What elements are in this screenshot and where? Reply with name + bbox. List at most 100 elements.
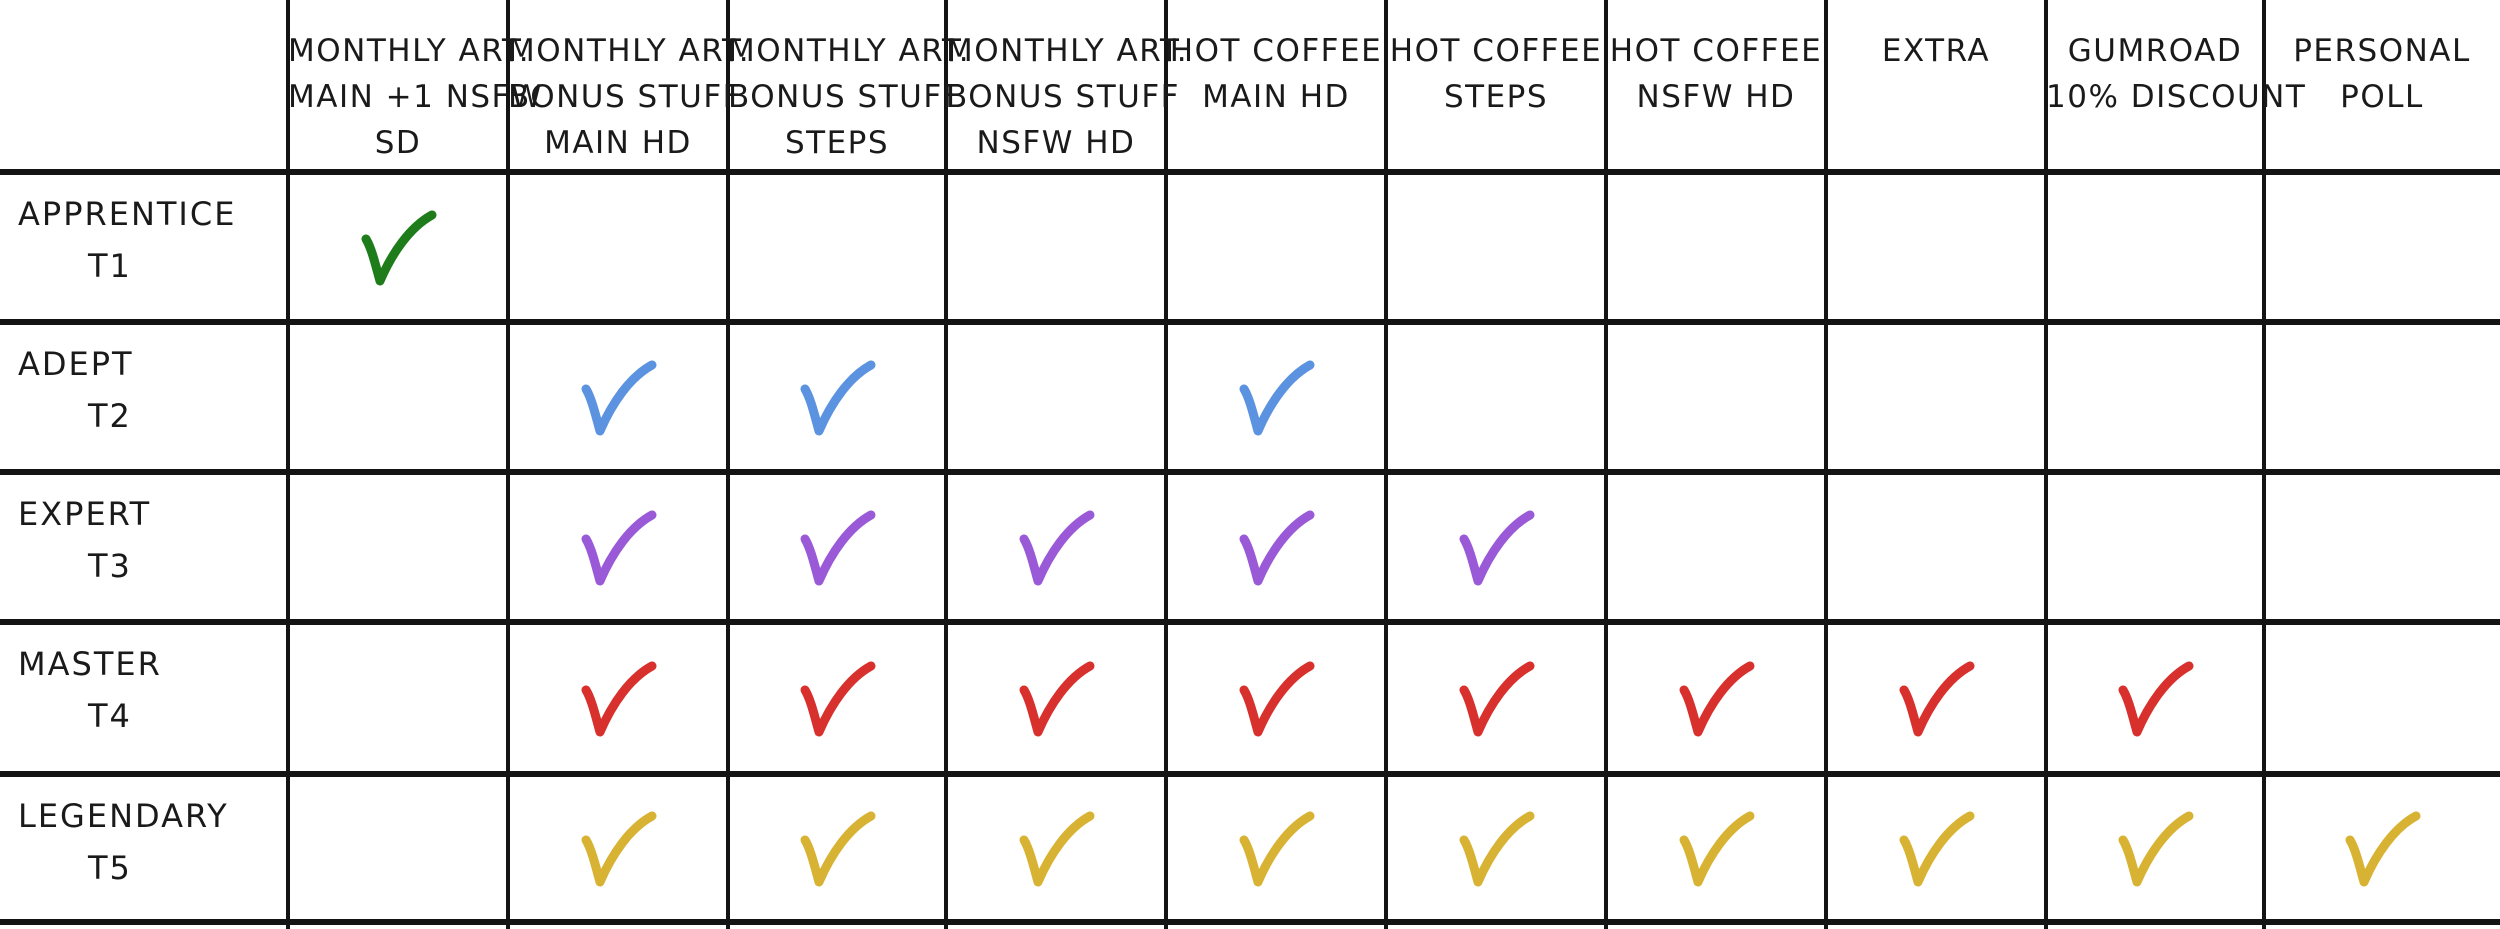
column-header-line2: 10% Discount — [2046, 79, 2307, 115]
checkmark-icon — [578, 660, 658, 740]
checkmark-icon — [1236, 509, 1316, 589]
column-header-line1: Hot Coffee — [1389, 33, 1603, 69]
checkmark-stroke — [1679, 661, 1755, 737]
tier-code: T4 — [88, 697, 132, 735]
grid-column-divider — [506, 0, 510, 929]
column-header-line2: Bonus Stuff — [946, 79, 1180, 115]
column-header-line2: NSFW HD — [1636, 79, 1796, 115]
column-header-line1: Monthly Art. — [946, 33, 1189, 69]
column-header-line1: Extra — [1881, 33, 1991, 69]
checkmark-stroke — [1459, 811, 1535, 887]
checkmark-stroke — [2118, 811, 2194, 887]
column-header-line2: Bonus Stuff — [728, 79, 962, 115]
grid-column-divider — [2262, 0, 2266, 929]
checkmark-icon — [1236, 359, 1316, 439]
grid-column-divider — [726, 0, 730, 929]
checkmark-stroke — [1019, 661, 1095, 737]
grid-column-divider — [286, 0, 290, 929]
checkmark-stroke — [581, 811, 657, 887]
checkmark-icon — [358, 209, 438, 289]
column-header-line1: Monthly Art. — [508, 33, 751, 69]
column-header-line2: Bonus Stuff — [508, 79, 742, 115]
grid-row-divider — [0, 169, 2500, 175]
checkmark-stroke — [800, 360, 876, 436]
column-header-line1: Hot Coffee — [1609, 33, 1823, 69]
column-header: PersonalPoll — [2264, 28, 2500, 120]
column-header-line1: Hot Coffee — [1169, 33, 1383, 69]
column-header: Hot CoffeeSteps — [1386, 28, 1606, 120]
checkmark-stroke — [1019, 811, 1095, 887]
column-header: Extra — [1826, 28, 2046, 74]
grid-column-divider — [1164, 0, 1168, 929]
checkmark-stroke — [1239, 661, 1315, 737]
checkmark-icon — [1456, 509, 1536, 589]
checkmark-icon — [2115, 660, 2195, 740]
column-header: Monthly Art.Bonus StuffSteps — [728, 28, 969, 166]
tier-name: Expert — [18, 495, 152, 533]
checkmark-stroke — [800, 510, 876, 586]
grid-row-divider — [0, 771, 2500, 777]
checkmark-stroke — [1679, 811, 1755, 887]
tier-code: T1 — [88, 247, 132, 285]
checkmark-stroke — [361, 210, 437, 286]
checkmark-stroke — [581, 360, 657, 436]
checkmark-stroke — [1899, 811, 1975, 887]
tier-name: Apprentice — [18, 195, 237, 233]
checkmark-icon — [1676, 810, 1756, 890]
tier-name: Master — [18, 645, 162, 683]
column-header-line1: Monthly Art. — [288, 33, 531, 69]
checkmark-icon — [1456, 660, 1536, 740]
column-header-line3: SD — [374, 125, 422, 161]
column-header-line3: NSFW HD — [976, 125, 1136, 161]
checkmark-stroke — [800, 661, 876, 737]
checkmark-icon — [1896, 660, 1976, 740]
checkmark-stroke — [1239, 811, 1315, 887]
tier-name: Adept — [18, 345, 134, 383]
tier-label: ApprenticeT1 — [18, 188, 278, 292]
grid-column-divider — [2044, 0, 2048, 929]
checkmark-icon — [797, 810, 877, 890]
column-header-line3: Main HD — [544, 125, 692, 161]
checkmark-stroke — [1239, 360, 1315, 436]
column-header-line2: Poll — [2340, 79, 2424, 115]
checkmark-icon — [1896, 810, 1976, 890]
checkmark-stroke — [800, 811, 876, 887]
checkmark-icon — [1676, 660, 1756, 740]
checkmark-icon — [578, 509, 658, 589]
checkmark-stroke — [1459, 510, 1535, 586]
column-header: Gumroad10% Discount — [2046, 28, 2307, 120]
column-header-line2: Main HD — [1202, 79, 1350, 115]
checkmark-icon — [578, 359, 658, 439]
tier-code: T3 — [88, 547, 132, 585]
checkmark-stroke — [2118, 661, 2194, 737]
column-header-line3: Steps — [784, 125, 890, 161]
checkmark-icon — [2115, 810, 2195, 890]
tier-label: MasterT4 — [18, 638, 278, 742]
column-header: Hot CoffeeMain HD — [1166, 28, 1386, 120]
checkmark-stroke — [581, 510, 657, 586]
checkmark-icon — [797, 660, 877, 740]
grid-column-divider — [1824, 0, 1828, 929]
grid-column-divider — [1604, 0, 1608, 929]
grid-row-divider — [0, 469, 2500, 475]
tier-label: ExpertT3 — [18, 488, 278, 592]
column-header-line2: Steps — [1443, 79, 1549, 115]
column-header-line1: Personal — [2293, 33, 2471, 69]
tier-label: AdeptT2 — [18, 338, 278, 442]
checkmark-stroke — [1019, 510, 1095, 586]
checkmark-stroke — [581, 661, 657, 737]
checkmark-icon — [797, 509, 877, 589]
checkmark-icon — [1236, 660, 1316, 740]
checkmark-icon — [1016, 810, 1096, 890]
checkmark-icon — [1236, 810, 1316, 890]
tier-name: Legendary — [18, 797, 229, 835]
column-header: Monthly Art. Bonus StuffNSFW HD — [946, 28, 1189, 166]
checkmark-stroke — [1239, 510, 1315, 586]
grid-row-divider — [0, 319, 2500, 325]
column-header: Monthly Art. Bonus StuffMain HD — [508, 28, 751, 166]
grid-column-divider — [944, 0, 948, 929]
checkmark-icon — [1016, 660, 1096, 740]
column-header-line2: Main +1 NSFW — [288, 79, 544, 115]
checkmark-stroke — [1459, 661, 1535, 737]
